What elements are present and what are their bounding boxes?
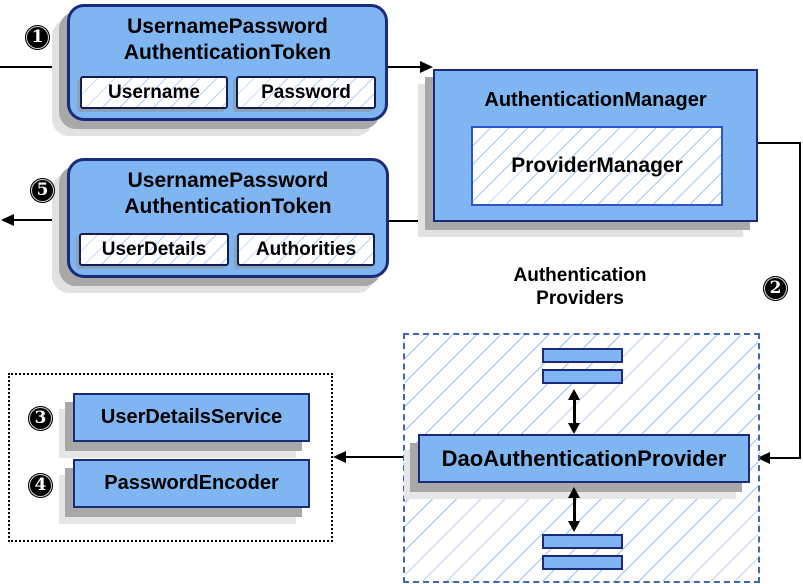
step-1-badge: 1 <box>25 25 50 50</box>
node-title: UsernamePassword AuthenticationToken <box>70 168 386 220</box>
node-title: UsernamePassword AuthenticationToken <box>70 14 385 66</box>
flow-line-manager-to-result <box>388 220 434 222</box>
node-title-line1: UsernamePassword <box>127 15 328 38</box>
flow-line-request-in <box>0 66 68 68</box>
provider-stack-bar <box>542 348 623 363</box>
provider-stack-bar <box>542 555 623 570</box>
double-arrow-line <box>573 399 576 424</box>
arrowhead-right-icon <box>420 61 433 73</box>
node-username-password-token-result: UsernamePassword AuthenticationToken Use… <box>67 158 389 278</box>
node-user-details-service: UserDetailsService <box>73 393 310 442</box>
field-password: Password <box>236 76 376 109</box>
node-authentication-manager: AuthenticationManager ProviderManager <box>433 69 758 222</box>
authentication-providers-label-line1: Authentication <box>513 265 647 286</box>
flow-line-manager-right <box>757 142 801 144</box>
node-username-password-token-request: UsernamePassword AuthenticationToken Use… <box>67 4 388 121</box>
arrowhead-left-icon <box>757 452 770 464</box>
flow-line-into-dao <box>769 457 801 459</box>
flow-line-result-out <box>13 219 68 221</box>
authentication-providers-label: Authentication Providers <box>455 264 705 310</box>
node-title: AuthenticationManager <box>484 89 707 111</box>
double-arrow-down-icon <box>568 521 580 532</box>
double-arrow-up-icon <box>568 487 580 498</box>
node-provider-manager: ProviderManager <box>471 126 723 206</box>
flow-line-dao-to-services <box>345 456 419 458</box>
node-dao-authentication-provider: DaoAuthenticationProvider <box>418 434 750 483</box>
double-arrow-down-icon <box>568 423 580 434</box>
field-authorities: Authorities <box>237 233 375 266</box>
provider-stack-bar <box>542 534 623 549</box>
provider-stack-bar <box>542 369 623 384</box>
step-3-badge: 3 <box>28 406 53 431</box>
arrowhead-left-icon <box>333 451 346 463</box>
double-arrow-up-icon <box>568 389 580 400</box>
arrowhead-left-icon <box>1 214 14 226</box>
step-5-badge: 5 <box>30 178 55 203</box>
field-username: Username <box>80 76 228 109</box>
authentication-providers-label-line2: Providers <box>536 288 624 309</box>
double-arrow-line <box>573 497 576 522</box>
flow-line-manager-down <box>799 142 801 459</box>
node-password-encoder: PasswordEncoder <box>73 459 310 508</box>
flow-line-token-to-manager <box>387 66 421 68</box>
node-title-line1: UsernamePassword <box>127 169 329 192</box>
node-title-line2: AuthenticationToken <box>123 41 332 64</box>
services-group <box>8 373 333 542</box>
field-user-details: UserDetails <box>79 233 229 266</box>
node-title-line2: AuthenticationToken <box>124 195 332 218</box>
step-2-badge: 2 <box>763 276 788 301</box>
step-4-badge: 4 <box>28 473 53 498</box>
